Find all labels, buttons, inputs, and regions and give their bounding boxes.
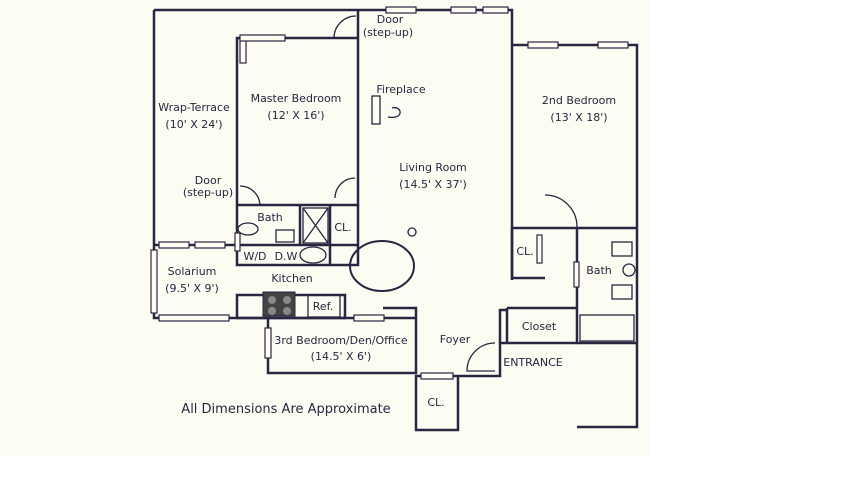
second-bath-label: Bath bbox=[586, 264, 612, 277]
fireplace-label: Fireplace bbox=[376, 83, 425, 96]
second-bedroom-size: (13' X 18') bbox=[550, 111, 607, 124]
master-bath-label: Bath bbox=[257, 211, 283, 224]
master-closet-label: CL. bbox=[334, 221, 351, 234]
second-closet-label: CL. bbox=[516, 245, 533, 258]
living-room-size: (14.5' X 37') bbox=[399, 178, 467, 191]
third-bedroom-label: 3rd Bedroom/Den/Office bbox=[274, 334, 408, 347]
labels: Door (step-up) Master Bedroom (12' X 16'… bbox=[158, 13, 616, 417]
doors bbox=[239, 15, 578, 372]
wrap-terrace-label: Wrap-Terrace bbox=[158, 101, 230, 114]
solarium-label: Solarium bbox=[168, 265, 217, 278]
windows bbox=[150, 6, 629, 380]
third-bedroom-size: (14.5' X 6') bbox=[311, 350, 372, 363]
dishwasher-label: D.W bbox=[275, 250, 298, 263]
door-left-label: Door bbox=[195, 174, 222, 187]
master-bedroom-size: (12' X 16') bbox=[267, 109, 324, 122]
kitchen-label: Kitchen bbox=[271, 272, 312, 285]
dimensions-note: All Dimensions Are Approximate bbox=[181, 402, 390, 417]
bottom-closet-label: CL. bbox=[427, 396, 444, 409]
closet-label: Closet bbox=[522, 320, 557, 333]
door-top-sub: (step-up) bbox=[363, 26, 413, 39]
wrap-terrace-size: (10' X 24') bbox=[165, 118, 222, 131]
foyer-label: Foyer bbox=[440, 333, 471, 346]
master-bedroom-label: Master Bedroom bbox=[251, 92, 342, 105]
washer-dryer-label: W/D bbox=[243, 250, 266, 263]
second-bedroom-label: 2nd Bedroom bbox=[542, 94, 616, 107]
living-room-label: Living Room bbox=[399, 161, 467, 174]
entrance-label: ENTRANCE bbox=[503, 356, 563, 369]
fixtures bbox=[237, 207, 636, 342]
door-top-label: Door bbox=[377, 13, 404, 26]
refrigerator-label: Ref. bbox=[313, 300, 334, 313]
door-left-sub: (step-up) bbox=[183, 186, 233, 199]
solarium-size: (9.5' X 9') bbox=[165, 282, 219, 295]
